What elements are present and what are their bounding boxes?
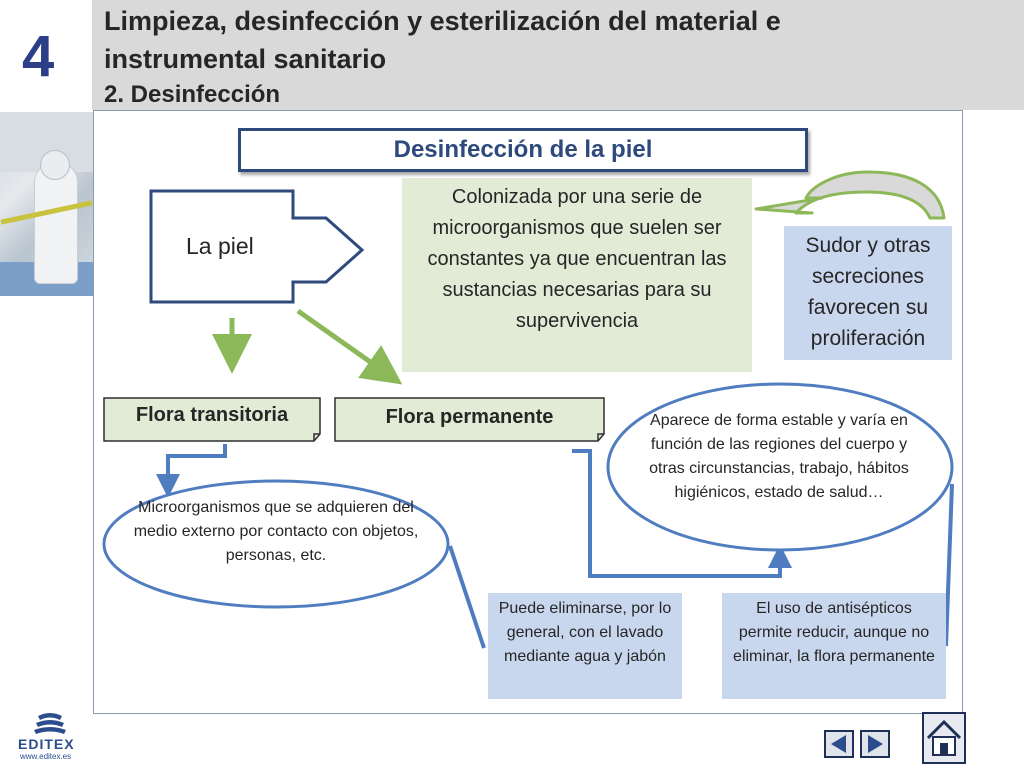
page-subtitle: 2. Desinfección [104, 81, 281, 108]
arrow-to-permanent [296, 308, 403, 385]
permanent-flora-label: Flora permanente [385, 406, 554, 428]
connector-permanent-to-desc [572, 449, 792, 578]
header-band [0, 0, 1024, 110]
permanent-desc-ellipse [606, 382, 954, 552]
permanent-banner-fold [597, 433, 604, 441]
transient-desc-text: Microorganismos que se adquieren del med… [133, 499, 419, 564]
diagram-title: Desinfección de la piel [238, 128, 808, 172]
permanent-desc-text: Aparece de forma estable y varía en func… [649, 412, 909, 501]
removal-text-box: Puede eliminarse, por lo general, con el… [488, 593, 682, 699]
transient-banner-fold [313, 433, 320, 441]
brand-name: EDITEX [18, 736, 75, 752]
transient-flora-banner [103, 397, 321, 442]
sweat-text-box: Sudor y otras secreciones favorecen su p… [784, 226, 952, 360]
page-title-line2: instrumental sanitario [104, 44, 387, 74]
chevron-right-icon [868, 735, 883, 753]
brand-url: www.editex.es [20, 752, 72, 761]
page-title: Limpieza, desinfección y esterilización … [104, 2, 1004, 78]
connector-transient-to-desc [156, 444, 227, 498]
cleaning-photo [0, 112, 93, 296]
chapter-number: 4 [22, 24, 55, 89]
permanent-flora-banner [334, 397, 605, 442]
connector-permanent-to-antiseptic [944, 483, 954, 647]
editex-logo-icon [34, 713, 66, 734]
next-slide-button[interactable] [860, 730, 890, 758]
home-button[interactable] [922, 712, 966, 764]
home-icon [926, 719, 962, 756]
skin-arrow-shape [149, 189, 365, 304]
colonized-text-box: Colonizada por una serie de microorganis… [402, 178, 752, 372]
header-number-area [0, 0, 92, 110]
prev-slide-button[interactable] [824, 730, 854, 758]
transient-desc-ellipse [102, 479, 450, 609]
page-title-line1: Limpieza, desinfección y esterilización … [104, 6, 781, 36]
skin-label: La piel [186, 233, 254, 259]
curved-arrow-shape [754, 170, 946, 220]
transient-flora-label: Flora transitoria [135, 404, 289, 426]
connector-transient-to-removal [448, 545, 486, 649]
antiseptic-text-box: El uso de antisépticos permite reducir, … [722, 593, 946, 699]
chevron-left-icon [831, 735, 846, 753]
photo-person-head [40, 150, 70, 180]
